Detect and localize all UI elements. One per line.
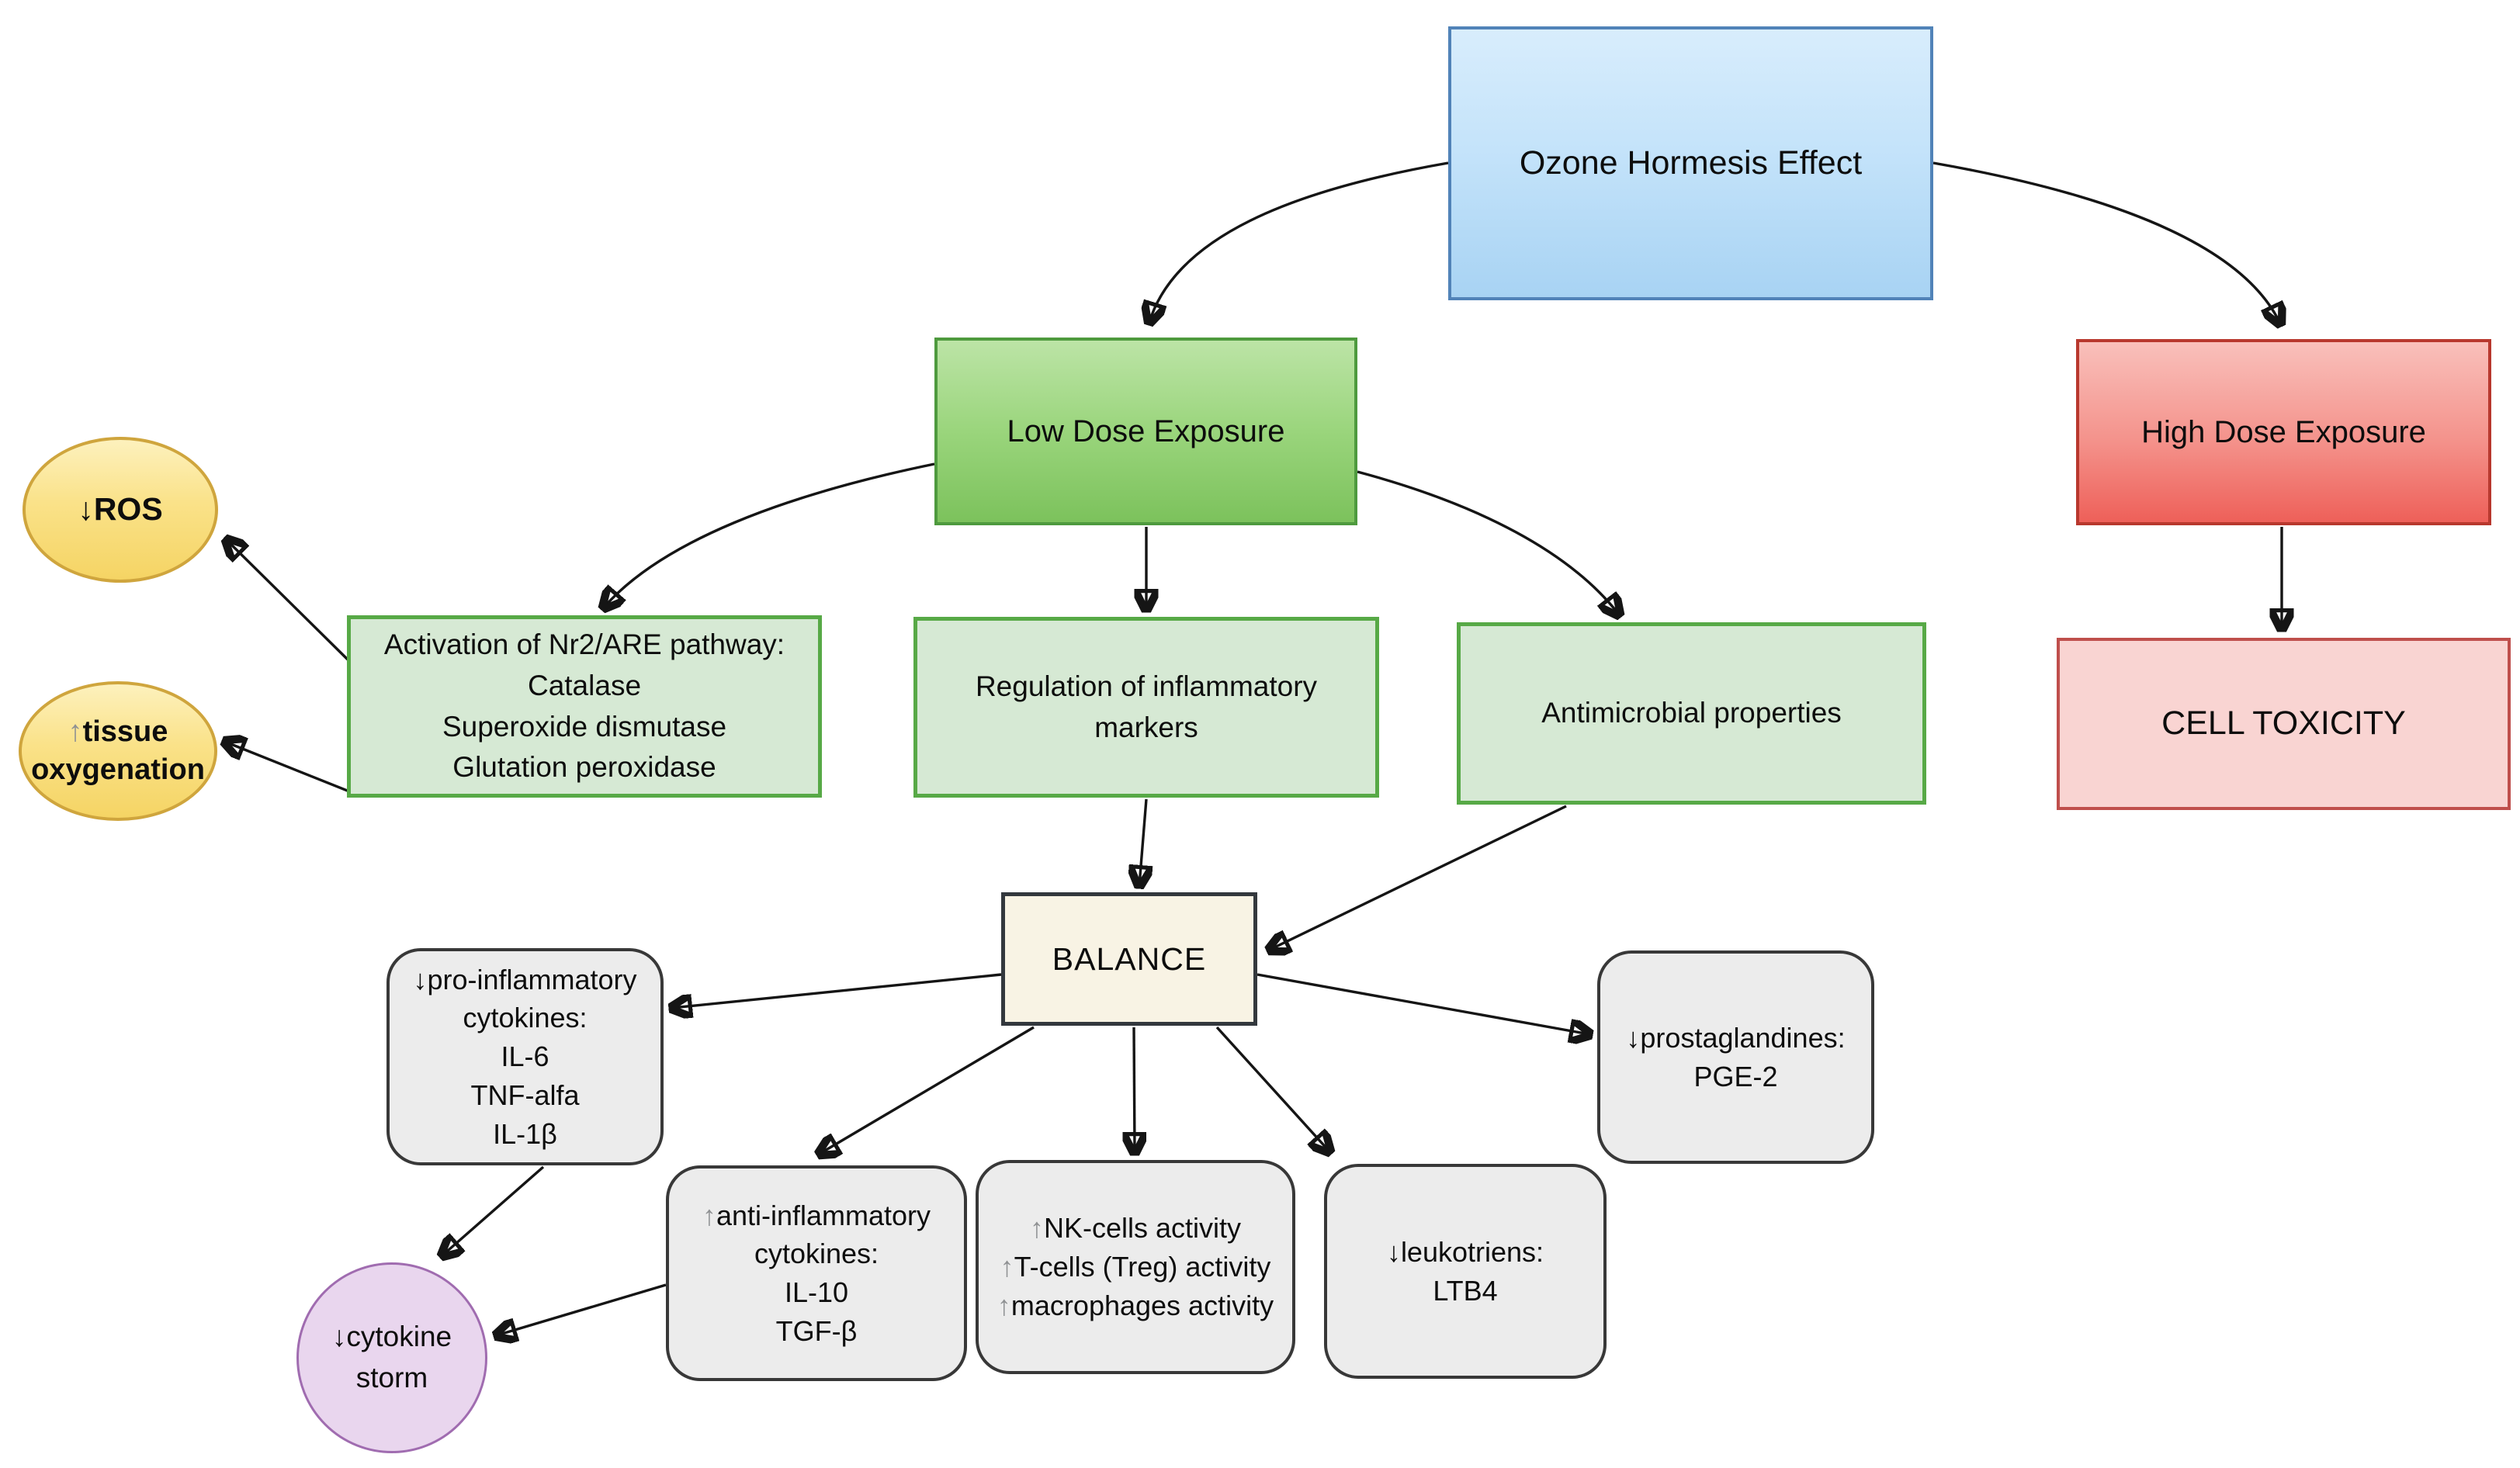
node-label: Antimicrobial properties: [1541, 697, 1842, 729]
node-label-line: IL-10: [784, 1276, 849, 1308]
node-label: High Dose Exposure: [2141, 414, 2426, 449]
node-label-line: PGE-2: [1693, 1060, 1778, 1092]
edge-balance-to-immune-cells: [1134, 1027, 1135, 1152]
node-prostaglandines-decrease: ↓prostaglandines: PGE-2: [1597, 950, 1874, 1164]
node-label-line: storm: [355, 1362, 428, 1394]
edge-balance-to-prostaglandines: [1257, 973, 1589, 1034]
node-cell-toxicity: CELL TOXICITY: [2057, 638, 2511, 810]
node-cytokine-storm-decrease: ↓cytokine storm: [296, 1262, 487, 1453]
edge-pro-inflammatory-to-cytokine-storm: [442, 1165, 545, 1255]
node-regulation-inflammatory-markers: Regulation of inflammatory markers: [913, 617, 1379, 798]
node-tissue-oxygenation-increase: ↑tissue oxygenation: [19, 681, 217, 821]
down-arrow-icon: ↓: [413, 963, 428, 995]
node-label-line: Superoxide dismutase: [442, 710, 727, 743]
up-arrow-icon: ↑: [1000, 1251, 1014, 1283]
node-label-line: ↑tissue: [68, 715, 168, 748]
edge-ozone-to-low-dose: [1149, 161, 1449, 322]
edge-nr2-to-tissue: [225, 742, 354, 795]
edge-regulation-to-balance: [1139, 798, 1146, 885]
node-label-line: oxygenation: [31, 753, 205, 786]
node-label: ↓ROS: [78, 491, 163, 528]
down-arrow-icon: ↓: [78, 491, 94, 528]
node-label: BALANCE: [1052, 940, 1207, 977]
edge-antimicrobial-to-balance: [1270, 805, 1567, 950]
down-arrow-icon: ↓: [331, 1321, 347, 1353]
edge-nr2-to-ros: [227, 540, 351, 663]
node-label-line: ↑anti-inflammatory: [702, 1199, 931, 1231]
node-label-line: Glutation peroxidase: [452, 751, 716, 784]
up-arrow-icon: ↑: [1029, 1212, 1044, 1245]
node-label-line: ↓pro-inflammatory: [413, 963, 637, 995]
edge-balance-to-anti-inflammatory: [820, 1026, 1035, 1154]
node-label-line: ↑NK-cells activity: [1029, 1212, 1242, 1245]
node-label: Low Dose Exposure: [1007, 414, 1285, 448]
down-arrow-icon: ↓: [1386, 1235, 1401, 1268]
down-arrow-icon: ↓: [1626, 1021, 1641, 1054]
node-label-line: ↓cytokine: [331, 1321, 452, 1353]
node-ros-decrease: ↓ROS: [23, 437, 218, 583]
node-balance: BALANCE: [1001, 892, 1257, 1026]
node-label-line: ↓leukotriens:: [1386, 1235, 1544, 1268]
up-arrow-icon: ↑: [68, 715, 83, 748]
node-ozone-hormesis-effect: Ozone Hormesis Effect: [1448, 26, 1933, 300]
node-label-line: cytokines:: [463, 1002, 588, 1034]
up-arrow-icon: ↑: [997, 1289, 1011, 1321]
node-antimicrobial-properties: Antimicrobial properties: [1457, 622, 1926, 805]
node-immune-cells-activity: ↑NK-cells activity ↑T-cells (Treg) activ…: [976, 1160, 1295, 1374]
node-anti-inflammatory-cytokines: ↑anti-inflammatory cytokines: IL-10 TGF-…: [666, 1165, 967, 1381]
node-label: CELL TOXICITY: [2161, 705, 2406, 743]
node-label-line: ↑macrophages activity: [997, 1289, 1274, 1321]
node-label-line: IL-1β: [493, 1117, 557, 1150]
node-label-line: Activation of Nr2/ARE pathway:: [383, 628, 785, 661]
node-label-line: Regulation of inflammatory: [975, 670, 1318, 702]
edge-ozone-to-high-dose: [1932, 161, 2280, 324]
edge-low-dose-to-nr2: [604, 462, 935, 608]
node-label: Ozone Hormesis Effect: [1519, 144, 1863, 182]
node-leukotriens-decrease: ↓leukotriens: LTB4: [1324, 1164, 1607, 1379]
node-low-dose-exposure: Low Dose Exposure: [934, 338, 1357, 525]
node-nr2-are-pathway: Activation of Nr2/ARE pathway: Catalase …: [347, 615, 822, 798]
node-label-line: cytokines:: [754, 1238, 879, 1270]
node-label-line: markers: [1094, 711, 1198, 743]
node-label-line: Catalase: [527, 669, 642, 701]
edge-low-dose-to-antimicrobial: [1357, 470, 1619, 615]
edge-anti-inflammatory-to-cytokine-storm: [497, 1283, 667, 1335]
edge-balance-to-leukotriens: [1215, 1026, 1329, 1151]
node-pro-inflammatory-cytokines: ↓pro-inflammatory cytokines: IL-6 TNF-al…: [386, 948, 664, 1165]
node-high-dose-exposure: High Dose Exposure: [2076, 339, 2491, 525]
node-label-line: TNF-alfa: [470, 1078, 580, 1111]
up-arrow-icon: ↑: [702, 1199, 716, 1231]
node-label-line: TGF-β: [775, 1314, 858, 1347]
node-label-line: ↑T-cells (Treg) activity: [1000, 1251, 1271, 1283]
node-label-line: IL-6: [501, 1040, 549, 1073]
node-label-line: ↓prostaglandines:: [1626, 1021, 1846, 1054]
node-label-line: LTB4: [1433, 1274, 1498, 1307]
edge-balance-to-pro-inflammatory: [672, 973, 1002, 1008]
